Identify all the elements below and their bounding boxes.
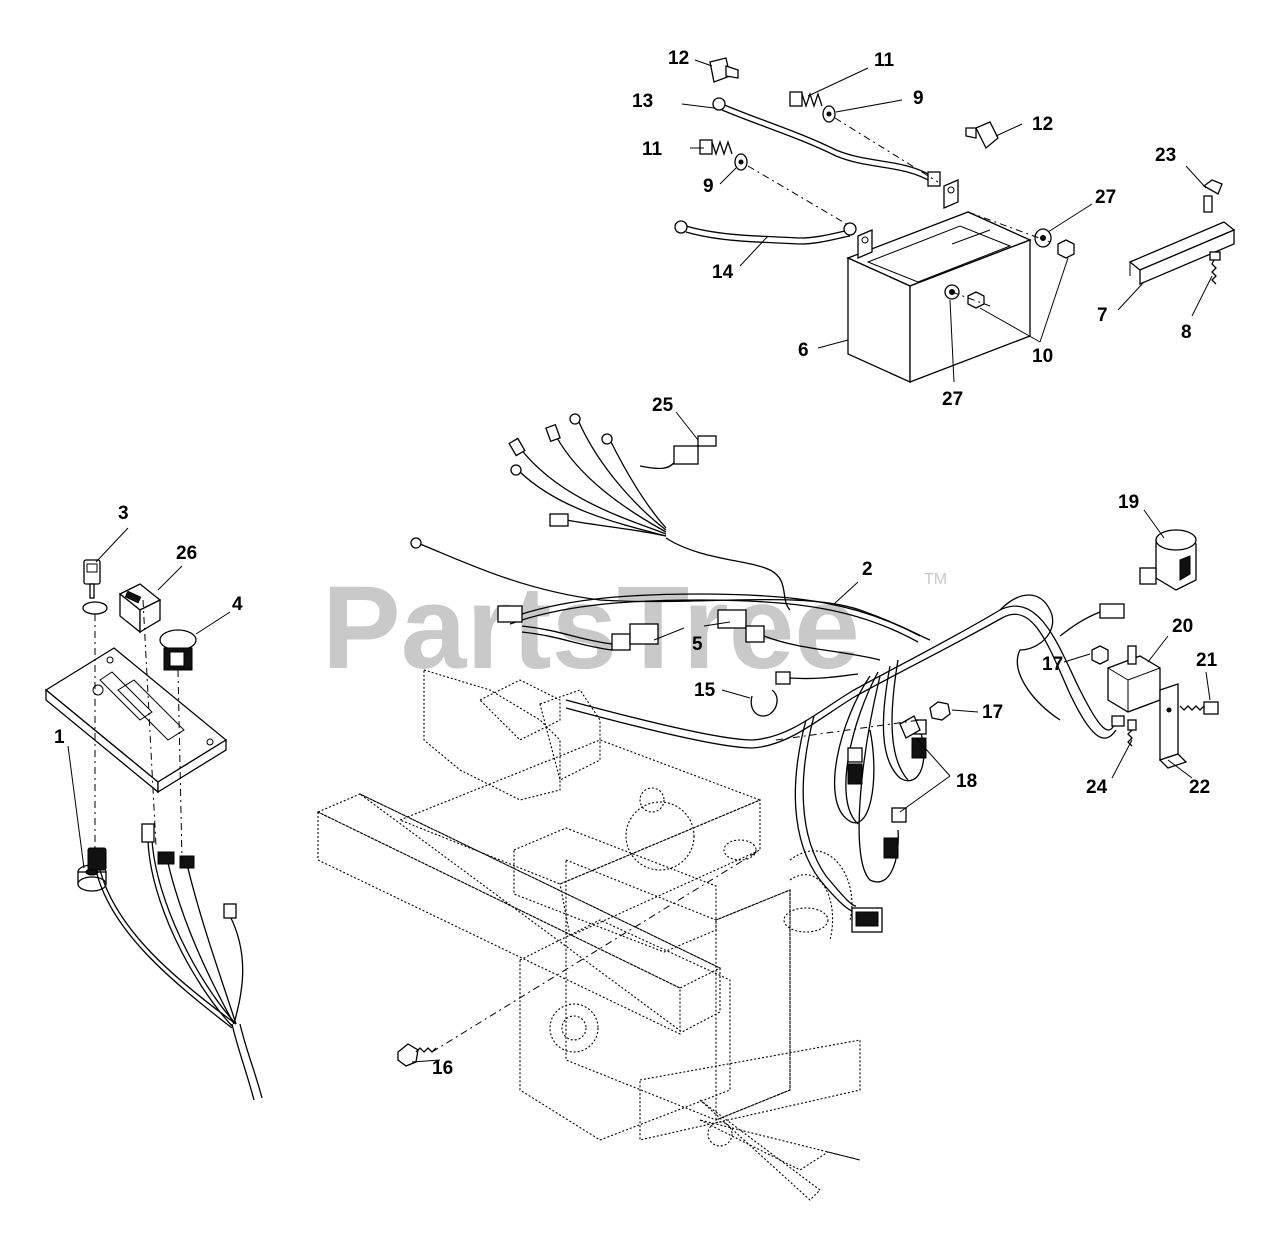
callout-7: 7 (1097, 305, 1108, 326)
callout-11-lower: 11 (642, 139, 663, 160)
callout-18: 18 (956, 771, 977, 792)
callout-27-lower: 27 (942, 389, 963, 410)
dash-panel-assembly (44, 559, 263, 1101)
callout-21: 21 (1196, 650, 1218, 671)
leader-lines (67, 59, 1213, 1063)
watermark-text: PartsTree (322, 562, 860, 694)
callout-9-lower: 9 (703, 176, 714, 197)
callout-26: 26 (176, 543, 197, 564)
switch-assembly (899, 529, 1219, 769)
callout-17-right: 17 (1042, 654, 1063, 675)
callout-19: 19 (1118, 492, 1139, 513)
bolt-11-upper (789, 91, 823, 109)
callout-27-upper: 27 (1095, 187, 1116, 208)
callout-9-upper: 9 (913, 88, 924, 109)
callout-25: 25 (652, 395, 674, 416)
watermark-trademark: TM (924, 571, 947, 588)
battery-part (846, 179, 1032, 384)
callout-12-lower: 12 (1032, 114, 1053, 135)
callout-22: 22 (1189, 777, 1210, 798)
callout-17-center: 17 (982, 702, 1003, 723)
callout-12-upper: 12 (668, 48, 689, 69)
callouts: 12 11 13 9 12 11 23 9 27 14 7 8 6 10 27 … (54, 48, 1218, 1079)
callout-11-upper: 11 (874, 50, 895, 71)
callout-3: 3 (118, 503, 129, 524)
callout-10: 10 (1032, 346, 1053, 367)
callout-13: 13 (632, 91, 653, 112)
callout-14: 14 (712, 262, 734, 283)
callout-16: 16 (432, 1058, 453, 1079)
callout-2: 2 (862, 559, 873, 580)
tractor-frame (316, 669, 921, 1201)
callout-15: 15 (694, 680, 716, 701)
callout-5: 5 (692, 634, 703, 655)
callout-6: 6 (798, 340, 809, 361)
callout-8: 8 (1181, 322, 1192, 343)
callout-4: 4 (232, 594, 243, 615)
main-wire-harness (410, 413, 1125, 933)
callout-24: 24 (1086, 777, 1108, 798)
callout-1: 1 (54, 727, 65, 748)
bolt-11-lower (699, 139, 733, 157)
battery-assembly (674, 57, 1236, 384)
bolt-16 (397, 1043, 437, 1067)
callout-23: 23 (1155, 145, 1176, 166)
watermark: PartsTree TM (322, 562, 947, 694)
callout-20: 20 (1172, 616, 1193, 637)
